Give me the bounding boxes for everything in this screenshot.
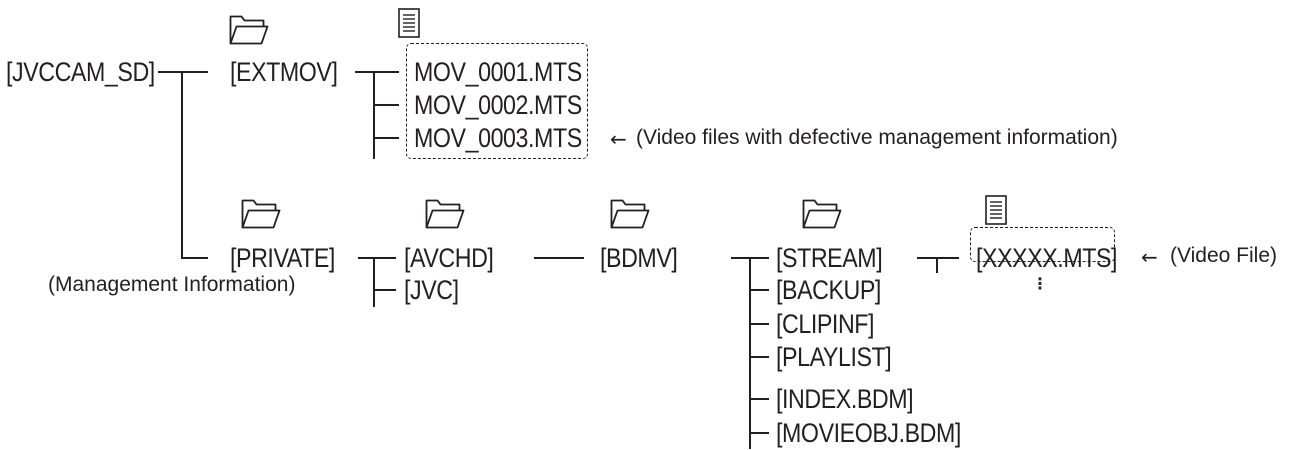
avchd-folder-label: [AVCHD] xyxy=(404,243,494,273)
video-file-note: (Video File) xyxy=(1170,244,1277,267)
connector-line xyxy=(181,257,208,259)
bdmv-child-label: [INDEX.BDM] xyxy=(776,384,914,414)
file-icon xyxy=(398,8,420,38)
bdmv-folder-label: [BDMV] xyxy=(600,243,678,273)
connector-line xyxy=(749,289,769,291)
connector-line xyxy=(373,71,375,159)
connector-line xyxy=(749,257,751,449)
folder-icon xyxy=(229,13,269,45)
bdmv-child-label: [BACKUP] xyxy=(776,275,881,305)
connector-line xyxy=(749,398,769,400)
extmov-folder-label: [EXTMOV] xyxy=(230,57,338,87)
bdmv-child-label: [MOVIEOBJ.BDM] xyxy=(776,418,961,448)
connector-line xyxy=(181,71,183,259)
root-folder-label: [JVCCAM_SD] xyxy=(6,57,155,87)
connector-line xyxy=(158,71,208,73)
video-file-box xyxy=(970,227,1115,262)
folder-icon xyxy=(610,197,650,229)
defective-file-label: MOV_0002.MTS xyxy=(414,90,582,120)
defective-files-note: (Video files with defective management i… xyxy=(636,126,1118,149)
folder-icon xyxy=(241,197,281,229)
connector-line xyxy=(373,289,396,291)
file-icon xyxy=(985,195,1007,225)
connector-line xyxy=(373,257,375,307)
connector-line xyxy=(749,323,769,325)
defective-file-label: MOV_0001.MTS xyxy=(414,57,582,87)
bdmv-child-label: [STREAM] xyxy=(776,243,883,273)
stream-file-label: [XXXXX.MTS] xyxy=(976,243,1118,273)
connector-line xyxy=(917,257,959,259)
folder-icon xyxy=(802,197,842,229)
vertical-ellipsis-icon: ⋮ xyxy=(1032,274,1048,293)
defective-file-label: MOV_0003.MTS xyxy=(414,123,582,153)
connector-line xyxy=(749,356,769,358)
connector-line xyxy=(373,104,399,106)
management-information-note: (Management Information) xyxy=(48,273,296,296)
left-arrow-icon: ← xyxy=(1141,245,1158,269)
left-arrow-icon: ← xyxy=(610,127,627,151)
private-folder-label: [PRIVATE] xyxy=(230,243,335,273)
folder-icon xyxy=(425,197,465,229)
jvc-folder-label: [JVC] xyxy=(404,275,459,305)
connector-line xyxy=(373,137,399,139)
bdmv-child-label: [PLAYLIST] xyxy=(776,342,892,372)
defective-files-box xyxy=(406,43,588,159)
connector-line xyxy=(534,257,584,259)
connector-line xyxy=(358,257,396,259)
connector-line xyxy=(749,432,769,434)
bdmv-child-label: [CLIPINF] xyxy=(776,309,875,339)
connector-line xyxy=(355,71,399,73)
connector-line xyxy=(936,257,938,273)
